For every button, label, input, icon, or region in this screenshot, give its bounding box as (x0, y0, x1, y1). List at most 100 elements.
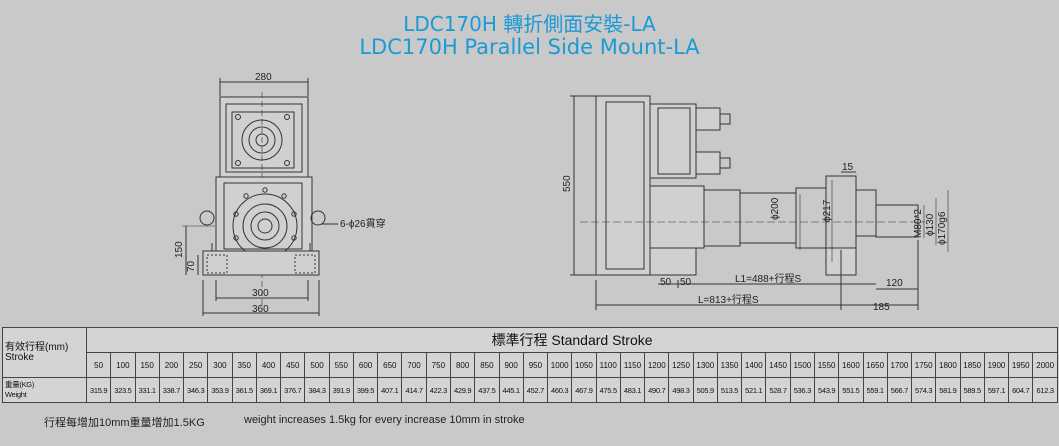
weight-cell: 384.3 (304, 377, 330, 403)
weight-label: 重量(KG) Weight (2, 377, 87, 403)
stroke-label-en: Stroke (5, 351, 34, 363)
weight-cell: 346.3 (183, 377, 209, 403)
dim-217: ϕ217 (822, 199, 833, 222)
dim-200: ϕ200 (770, 197, 781, 220)
stroke-cell: 1200 (644, 352, 670, 378)
weight-label-zh: 重量(KG) (5, 380, 35, 389)
stroke-cell: 700 (401, 352, 427, 378)
dim-300: 300 (252, 288, 269, 299)
weight-cell: 604.7 (1008, 377, 1034, 403)
weight-cell: 566.7 (886, 377, 913, 403)
weight-cell: 437.5 (474, 377, 500, 403)
stroke-cell: 1900 (983, 352, 1010, 378)
side-view (570, 95, 949, 310)
stroke-cell: 950 (522, 352, 549, 378)
dim-150: 150 (174, 241, 185, 258)
stroke-cell: 900 (498, 352, 524, 378)
weight-cell: 505.9 (692, 377, 718, 403)
title-english: LDC170H Parallel Side Mount-LA (359, 35, 700, 59)
stroke-cell: 50 (85, 352, 112, 378)
stroke-cell: 800 (449, 352, 476, 378)
stroke-cell: 450 (280, 352, 306, 378)
weight-cell: 369.1 (255, 377, 282, 403)
weight-cell: 483.1 (619, 377, 646, 403)
stroke-cell: 1000 (547, 352, 573, 378)
stroke-cell: 1400 (741, 352, 767, 378)
dim-50b: 50 (680, 277, 692, 288)
weight-cell: 452.7 (522, 377, 549, 403)
weight-cell: 574.3 (911, 377, 937, 403)
dim-185: 185 (873, 302, 890, 313)
stroke-cell: 250 (183, 352, 209, 378)
stroke-cell: 1300 (692, 352, 718, 378)
dim-15: 15 (842, 162, 854, 173)
note-zh: 行程每增加10mm重量增加1.5KG (44, 417, 205, 429)
stroke-cell: 500 (304, 352, 330, 378)
weight-cell: 338.7 (158, 377, 185, 403)
stroke-cell: 1700 (886, 352, 913, 378)
weight-cell: 407.1 (377, 377, 403, 403)
weight-cell: 445.1 (498, 377, 524, 403)
stroke-cell: 1650 (862, 352, 888, 378)
dim-360: 360 (252, 304, 269, 315)
weight-cell: 353.9 (207, 377, 233, 403)
stroke-cell: 1150 (619, 352, 646, 378)
stroke-cell: 100 (110, 352, 136, 378)
dim-l1: L1=488+行程S (735, 272, 801, 285)
weight-cell: 612.3 (1032, 377, 1058, 403)
stroke-cell: 1450 (765, 352, 791, 378)
weight-cell: 475.5 (595, 377, 621, 403)
weight-cell: 429.9 (449, 377, 476, 403)
dim-550: 550 (562, 175, 573, 192)
weight-cell: 589.5 (959, 377, 985, 403)
weight-cell: 551.5 (838, 377, 864, 403)
standard-stroke-header: 標準行程 Standard Stroke (86, 327, 1058, 353)
dim-m80: M80*2 (913, 209, 924, 238)
stroke-cell: 1100 (595, 352, 621, 378)
dim-70: 70 (186, 260, 197, 272)
dim-170g6: ϕ170g6 (937, 211, 948, 245)
stroke-cell: 1600 (838, 352, 864, 378)
stroke-cell: 1850 (959, 352, 985, 378)
stroke-cell: 1350 (716, 352, 743, 378)
stroke-label: 有效行程(mm) Stroke (2, 327, 87, 378)
weight-cell: 581.9 (935, 377, 961, 403)
stroke-cell: 600 (352, 352, 379, 378)
weight-cell: 528.7 (765, 377, 791, 403)
weight-cell: 414.7 (401, 377, 427, 403)
stroke-cell: 750 (425, 352, 451, 378)
note-en: weight increases 1.5kg for every increas… (244, 414, 525, 426)
weight-cell: 315.9 (85, 377, 112, 403)
weight-cell: 391.9 (328, 377, 354, 403)
stroke-cell: 1800 (935, 352, 961, 378)
technical-drawing: 280 6-ϕ26貫穿 150 70 300 360 550 15 ϕ200 ϕ… (174, 72, 949, 316)
weight-cell: 399.5 (352, 377, 379, 403)
weight-cell: 521.1 (741, 377, 767, 403)
stroke-cell: 1750 (911, 352, 937, 378)
stroke-cell: 1950 (1008, 352, 1034, 378)
weight-cell: 467.9 (571, 377, 597, 403)
weight-cell: 460.3 (547, 377, 573, 403)
weight-cell: 361.5 (231, 377, 257, 403)
stroke-cell: 300 (207, 352, 233, 378)
stroke-cell: 350 (231, 352, 257, 378)
weight-cell: 513.5 (716, 377, 743, 403)
stroke-cell: 650 (377, 352, 403, 378)
stroke-cell: 1500 (789, 352, 815, 378)
stroke-cell: 150 (134, 352, 160, 378)
stroke-cell: 550 (328, 352, 354, 378)
stroke-label-zh: 有效行程(mm) (5, 341, 69, 353)
stroke-cell: 400 (255, 352, 282, 378)
weight-cell: 376.7 (280, 377, 306, 403)
dim-hole: 6-ϕ26貫穿 (340, 217, 386, 230)
weight-cell: 422.3 (425, 377, 451, 403)
weight-cell: 536.3 (789, 377, 815, 403)
weight-cell: 498.3 (668, 377, 694, 403)
weight-cell: 331.1 (134, 377, 160, 403)
stroke-cell: 850 (474, 352, 500, 378)
weight-label-en: Weight (5, 390, 27, 399)
weight-cell: 597.1 (983, 377, 1010, 403)
dim-280: 280 (255, 72, 272, 83)
